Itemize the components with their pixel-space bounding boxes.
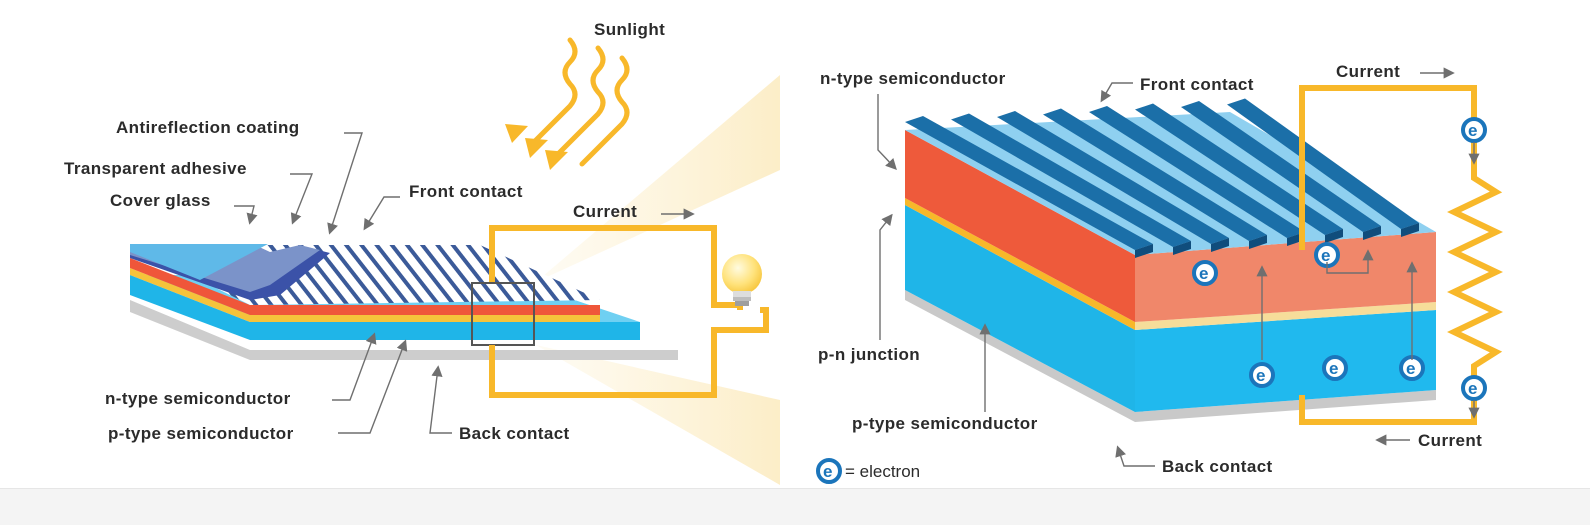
legend-electron-letter: e (823, 462, 832, 481)
n-type-side (905, 130, 1135, 322)
antireflection-layer (130, 244, 268, 280)
electron-letter: e (1329, 359, 1338, 378)
current-top-label: Current (1336, 62, 1400, 81)
electron-icon (1249, 362, 1275, 388)
electron-icon (1192, 260, 1218, 286)
pn-junction-label: p-n junction (818, 345, 920, 364)
back-contact-label-right: Back contact (1162, 457, 1273, 476)
current-label-left: Current (573, 202, 637, 221)
footer-bar (0, 488, 1590, 525)
electron-letter: e (1406, 359, 1415, 378)
n-type-label-left: n-type semiconductor (105, 389, 291, 408)
light-bulb-icon (722, 254, 762, 306)
p-type-side (905, 205, 1135, 412)
electron-letter: e (1321, 246, 1330, 265)
front-contact-bar (951, 113, 1191, 247)
front-contact-bar (1181, 101, 1381, 232)
front-contact-bar (1089, 106, 1305, 238)
back-contact-label-left: Back contact (459, 424, 570, 443)
back-contact-layer-right (905, 290, 1436, 422)
zoom-beam-bottom (536, 345, 780, 485)
p-type-layer (130, 275, 640, 340)
back-contact-layer (130, 300, 678, 360)
adhesive-label: Transparent adhesive (64, 159, 247, 178)
cover-glass-label: Cover glass (110, 191, 211, 210)
n-type-label-right: n-type semiconductor (820, 69, 1006, 88)
front-contact-bar-end (1173, 241, 1191, 255)
front-contact-bar (905, 116, 1153, 250)
front-contact-bar (1043, 108, 1267, 241)
front-contact-bar (997, 111, 1229, 244)
antireflection-label: Antireflection coating (116, 118, 300, 137)
front-contact-bar (1227, 98, 1419, 229)
front-contact-bar-end (1211, 238, 1229, 252)
front-contact-bars (905, 98, 1419, 258)
electron-icon (1322, 355, 1348, 381)
front-contact-bar-end (1249, 235, 1267, 249)
electron-letter: e (1468, 121, 1477, 140)
solar-panel-stack (130, 244, 678, 360)
sunlight-arrowheads-icon (505, 124, 568, 170)
n-type-front (1135, 232, 1436, 322)
electron-letter: e (1468, 379, 1477, 398)
electron-icon (1461, 375, 1487, 401)
front-contact-label-right: Front contact (1140, 75, 1254, 94)
front-contact-bar-end (1135, 244, 1153, 258)
electron-flow-arrows (1256, 142, 1480, 419)
junction-front (1135, 302, 1436, 330)
electron-letter: e (1256, 366, 1265, 385)
front-contact-bar-end (1325, 229, 1343, 243)
electron-legend: e = electron (816, 458, 920, 484)
legend-text: = electron (845, 462, 920, 481)
left-pointer-lines (234, 132, 695, 434)
junction-layer (130, 268, 600, 322)
junction-side (905, 198, 1135, 330)
current-bottom-label: Current (1418, 431, 1482, 450)
front-contact-bar (1135, 103, 1343, 235)
front-contact-bar-end (1363, 226, 1381, 240)
electron-markers: e e e e e e e (1192, 117, 1487, 401)
n-type-layer (130, 258, 600, 315)
legend-electron-icon (816, 458, 842, 484)
front-contact-label-left: Front contact (409, 182, 523, 201)
electron-letter: e (1199, 264, 1208, 283)
electron-icon (1461, 117, 1487, 143)
zoom-box (471, 282, 535, 346)
front-contact-bar-end (1401, 223, 1419, 237)
sunlight-label: Sunlight (594, 20, 665, 39)
right-pointer-lines (877, 67, 1455, 467)
sunlight-rays-icon (527, 37, 630, 167)
p-type-front (1135, 310, 1436, 412)
p-type-label-left: p-type semiconductor (108, 424, 294, 443)
p-type-label-right: p-type semiconductor (852, 414, 1038, 433)
